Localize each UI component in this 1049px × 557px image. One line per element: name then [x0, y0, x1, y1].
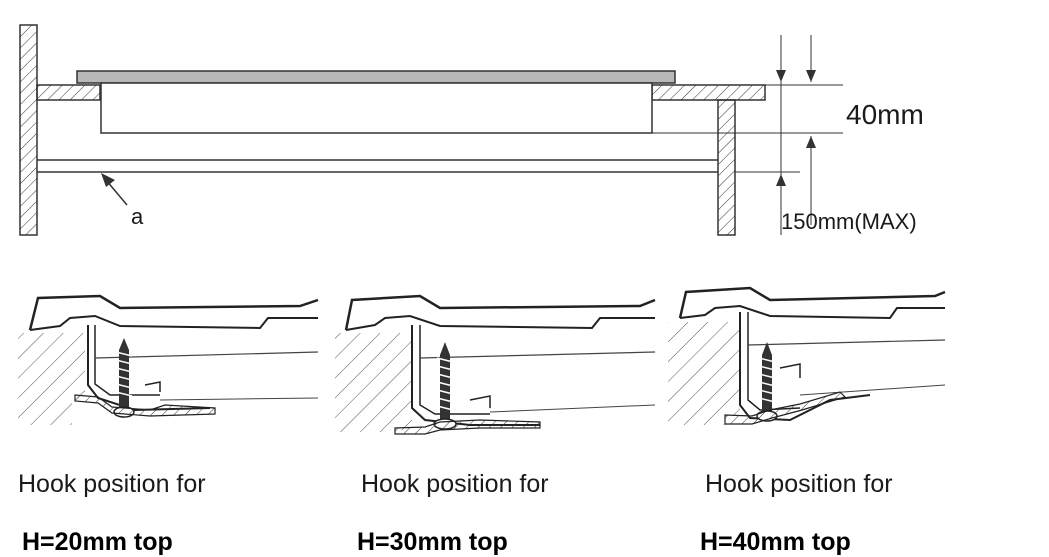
panel-3-height-label: H=40mm top — [700, 528, 851, 556]
hob-glass — [76, 70, 676, 84]
hook-bracket — [724, 391, 847, 425]
worktop-left — [36, 84, 101, 101]
panel-3-caption: Hook position for — [705, 470, 893, 498]
right-wall — [717, 99, 736, 236]
panel-2-height-label: H=30mm top — [357, 528, 508, 556]
hook-bracket — [394, 419, 541, 435]
hook-bracket — [74, 394, 216, 417]
dimension-150mm — [776, 35, 786, 235]
dimension-40mm-label: 40mm — [846, 99, 924, 130]
worktop-right — [651, 84, 766, 101]
panel-2-caption: Hook position for — [361, 470, 549, 498]
hook-panel-30mm — [335, 294, 656, 435]
label-a: a — [131, 204, 144, 229]
panel-1-caption: Hook position for — [18, 470, 206, 498]
screw-icon — [433, 342, 457, 430]
left-wall — [19, 24, 38, 236]
dimension-40mm — [806, 35, 816, 225]
hob-body — [100, 82, 653, 134]
panel-1-height-label: H=20mm top — [22, 528, 173, 556]
hook-panel-20mm — [18, 294, 319, 425]
dimension-150mm-label: 150mm(MAX) — [781, 209, 917, 234]
cross-section-diagram: a 40mm 150mm(MAX) — [19, 24, 924, 236]
hook-panel-40mm — [668, 286, 946, 425]
pointer-a-arrow — [101, 173, 128, 206]
